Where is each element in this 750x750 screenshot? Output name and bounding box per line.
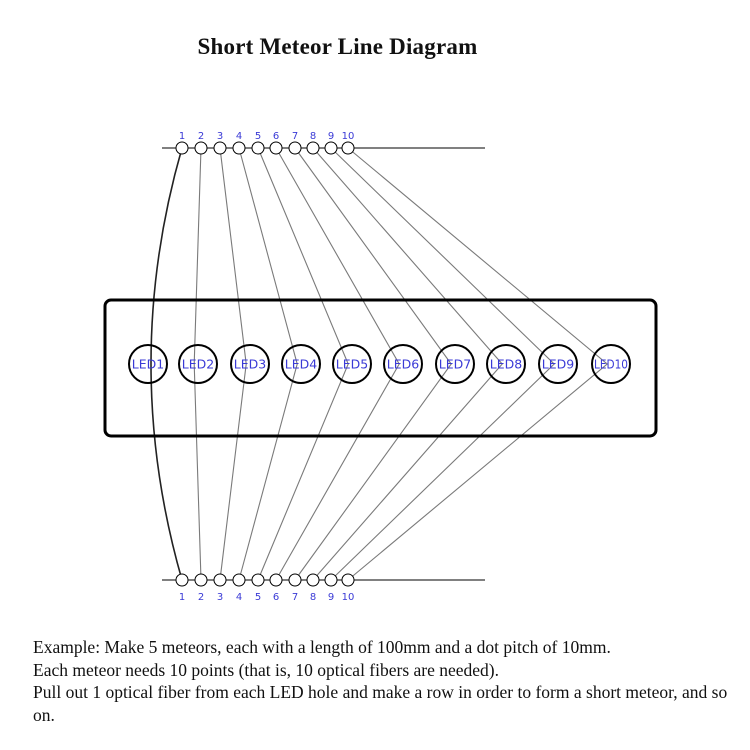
top-pin-1	[175, 141, 189, 155]
led-label-9: LED9	[542, 357, 574, 372]
led-circle-10	[591, 344, 631, 384]
led-circle-1	[128, 344, 168, 384]
top-pin-4	[232, 141, 246, 155]
caption-line-1: Example: Make 5 meteors, each with a len…	[33, 637, 611, 657]
led-row: LED1 LED2 LED3 LED4 LED5 LED6 LED7 LED8 LED9 LED1…	[128, 344, 631, 384]
bottom-pin-10	[341, 573, 355, 587]
bottom-pin-8	[306, 573, 320, 587]
led-label-2: LED2	[182, 357, 214, 372]
top-pin-label-4: 4	[236, 131, 242, 142]
top-pin-5	[251, 141, 265, 155]
top-pin-label-3: 3	[217, 131, 223, 142]
top-pin-row: 1 2 3 4 5 6 7 8 9 10	[175, 131, 355, 155]
bottom-pin-label-6: 6	[273, 592, 279, 603]
top-pin-label-1: 1	[179, 131, 185, 142]
fiber-line-4	[238, 147, 298, 581]
bottom-pin-label-3: 3	[217, 592, 223, 603]
top-pin-7	[288, 141, 302, 155]
bottom-pin-label-9: 9	[328, 592, 334, 603]
bottom-pin-row: 1 2 3 4 5 6 7 8 9 10	[175, 573, 355, 603]
top-pin-9	[324, 141, 338, 155]
led-label-8: LED8	[490, 357, 522, 372]
led-label-1: LED1	[132, 357, 164, 372]
fiber-line-6	[275, 147, 400, 581]
led-circle-4	[281, 344, 321, 384]
fiber-line-1	[150, 147, 183, 581]
top-pin-label-5: 5	[255, 131, 261, 142]
caption: Example: Make 5 meteors, each with a len…	[33, 636, 733, 726]
bottom-pin-5	[251, 573, 265, 587]
fiber-line-5	[257, 147, 349, 581]
led-label-6: LED6	[387, 357, 419, 372]
bottom-pin-4	[232, 573, 246, 587]
top-pin-label-10: 10	[342, 131, 355, 142]
bottom-pin-label-7: 7	[292, 592, 298, 603]
led-circle-5	[332, 344, 372, 384]
bottom-pin-label-4: 4	[236, 592, 242, 603]
fiber-line-8	[312, 147, 503, 581]
led-label-10: LED10	[594, 357, 628, 372]
led-circle-7	[435, 344, 475, 384]
fiber-line-7	[294, 147, 452, 581]
led-circle-6	[383, 344, 423, 384]
top-pin-label-2: 2	[198, 131, 204, 142]
top-pin-6	[269, 141, 283, 155]
led-label-5: LED5	[336, 357, 368, 372]
fiber-line-2	[193, 147, 202, 581]
bottom-pin-label-1: 1	[179, 592, 185, 603]
bottom-pin-6	[269, 573, 283, 587]
fiber-line-3	[219, 147, 247, 581]
top-pin-label-9: 9	[328, 131, 334, 142]
fiber-line-9	[330, 147, 555, 581]
led-circle-3	[230, 344, 270, 384]
top-pin-label-7: 7	[292, 131, 298, 142]
bottom-pin-3	[213, 573, 227, 587]
led-label-3: LED3	[234, 357, 266, 372]
bottom-pin-label-5: 5	[255, 592, 261, 603]
diagram-title: Short Meteor Line Diagram	[197, 34, 478, 59]
led-circle-9	[538, 344, 578, 384]
top-pin-10	[341, 141, 355, 155]
bottom-pin-label-8: 8	[310, 592, 316, 603]
led-board	[103, 298, 658, 438]
bottom-pin-label-2: 2	[198, 592, 204, 603]
bottom-pin-2	[194, 573, 208, 587]
caption-line-2: Each meteor needs 10 points (that is, 10…	[33, 659, 500, 680]
top-pin-label-6: 6	[273, 131, 279, 142]
bottom-pin-label-10: 10	[342, 592, 355, 603]
fiber-line-10	[347, 147, 609, 581]
bottom-pin-9	[324, 573, 338, 587]
led-circle-2	[178, 344, 218, 384]
fiber-lines	[150, 147, 609, 581]
led-label-4: LED4	[285, 357, 317, 372]
led-circle-8	[486, 344, 526, 384]
bottom-pin-1	[175, 573, 189, 587]
caption-line-3: Pull out 1 optical fiber from each LED h…	[33, 682, 728, 725]
bottom-pin-7	[288, 573, 302, 587]
top-pin-2	[194, 141, 208, 155]
top-pin-label-8: 8	[310, 131, 316, 142]
top-pin-3	[213, 141, 227, 155]
led-label-7: LED7	[439, 357, 471, 372]
top-pin-8	[306, 141, 320, 155]
